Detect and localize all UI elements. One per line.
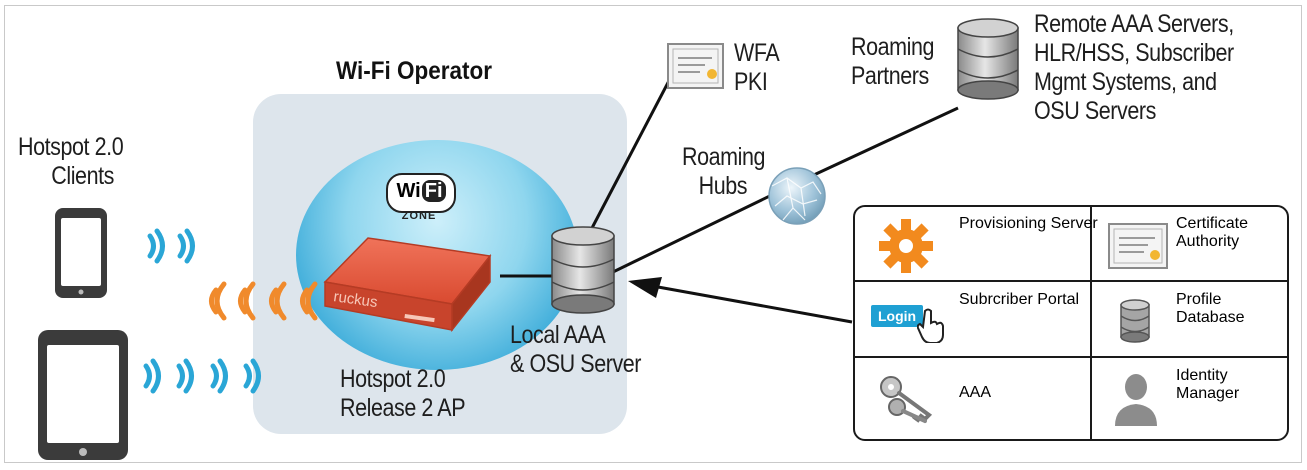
person-icon bbox=[1115, 374, 1157, 426]
legend-box: Provisioning Server Certificate Authorit… bbox=[853, 205, 1289, 441]
link-server-pki bbox=[590, 74, 674, 229]
ap-wave-icon bbox=[209, 281, 318, 321]
gear-icon bbox=[879, 219, 933, 273]
operator-title: Wi-Fi Operator bbox=[336, 57, 493, 85]
diagram-frame bbox=[4, 5, 1302, 463]
legend-divider bbox=[855, 280, 1287, 282]
legend-identity-label: Identity Manager bbox=[1176, 367, 1240, 402]
ap-label: Hotspot 2.0 Release 2 AP bbox=[340, 365, 466, 422]
legend-provisioning-label: Provisioning Server bbox=[959, 215, 1098, 232]
link-legend-server bbox=[657, 285, 853, 324]
wifi-zone-text: ZONE bbox=[401, 210, 437, 222]
ipad-icon bbox=[38, 330, 128, 460]
access-point-icon: ruckus bbox=[323, 237, 492, 333]
local-server-label: Local AAA & OSU Server bbox=[510, 321, 642, 378]
wifi-wave-icon bbox=[143, 358, 261, 394]
pki-label: WFA PKI bbox=[734, 39, 780, 96]
wifi-wave-icon bbox=[147, 228, 195, 264]
arrowhead-icon bbox=[628, 277, 662, 298]
connection-lines bbox=[500, 74, 959, 324]
hubs-label: Roaming Hubs bbox=[682, 143, 766, 200]
partners-label: Roaming Partners bbox=[851, 33, 935, 90]
keys-icon bbox=[880, 376, 933, 423]
tablet-icon bbox=[55, 208, 107, 298]
login-icon: Login bbox=[871, 305, 924, 327]
hand-cursor-icon bbox=[917, 308, 944, 343]
ap-brand-text: ruckus bbox=[332, 288, 378, 311]
globe-icon bbox=[768, 167, 826, 225]
wifi-logo-wi: Wi bbox=[396, 180, 421, 202]
wifi-logo-fi: Fi bbox=[421, 180, 446, 202]
link-hubs-partners bbox=[802, 106, 959, 182]
legend-certificate-label: Certificate Authority bbox=[1176, 215, 1249, 250]
legend-divider bbox=[855, 356, 1287, 358]
database-icon bbox=[1120, 299, 1150, 343]
legend-profile-db-label: Profile Database bbox=[1176, 291, 1245, 326]
certificate-icon bbox=[1108, 223, 1168, 269]
link-server-hubs bbox=[612, 190, 779, 274]
database-icon bbox=[957, 18, 1019, 100]
clients-label: Hotspot 2.0 Clients bbox=[18, 133, 124, 190]
legend-divider bbox=[1090, 207, 1092, 439]
legend-aaa-label: AAA bbox=[959, 384, 992, 401]
certificate-icon bbox=[667, 43, 724, 89]
database-icon bbox=[551, 226, 615, 314]
remote-servers-label: Remote AAA Servers, HLR/HSS, Subscriber … bbox=[1034, 10, 1234, 125]
legend-portal-label: Subrcriber Portal bbox=[959, 291, 1080, 308]
